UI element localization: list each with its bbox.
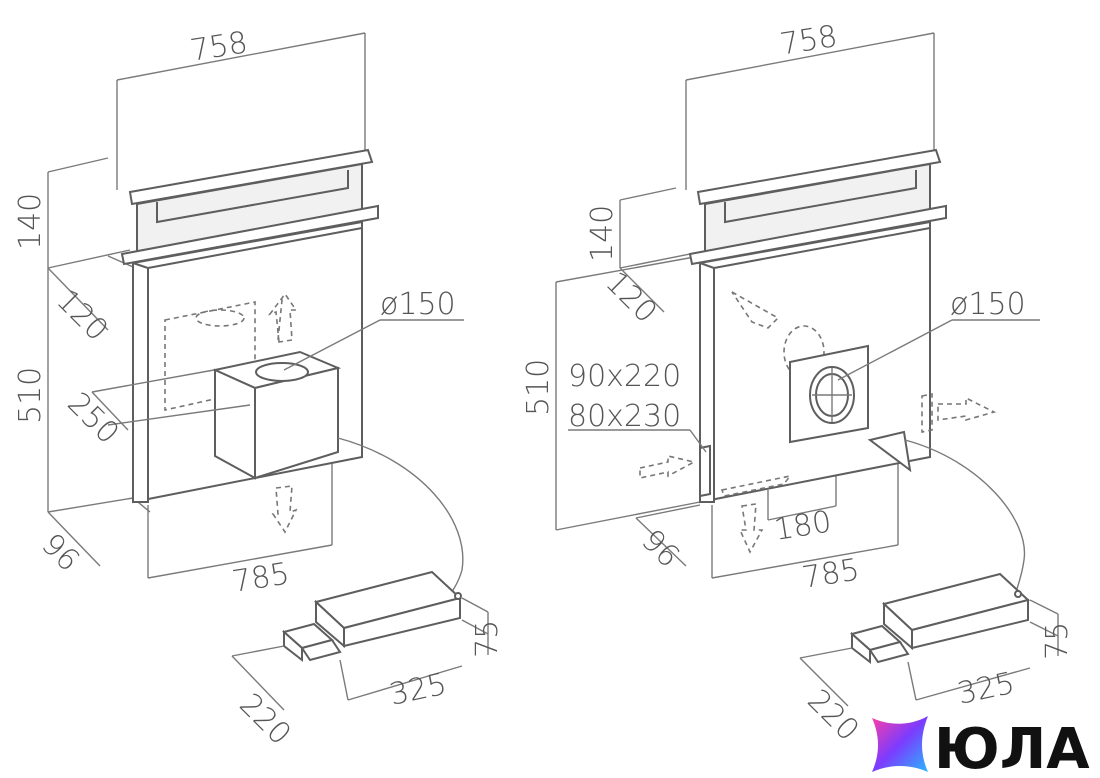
left-duct-side-dimension — [91, 369, 251, 431]
left-duct-box — [211, 350, 342, 480]
left-diameter-leader — [283, 319, 464, 371]
left-dashed-airflow — [164, 292, 298, 534]
right-cable — [904, 439, 1026, 593]
right-motor-unit — [849, 572, 1031, 665]
left-label-140: 140 — [13, 193, 48, 250]
right-width-top-dimension — [685, 32, 935, 190]
right-diameter-leader — [837, 319, 1040, 381]
right-label-75: 75 — [1040, 622, 1075, 660]
left-cable — [337, 437, 464, 597]
yula-logo-text: ЮЛА — [934, 717, 1090, 778]
left-label-220: 220 — [232, 687, 297, 752]
left-motor-dimensions — [231, 597, 489, 711]
right-label-220: 220 — [800, 683, 865, 748]
right-outlet-leader — [568, 429, 707, 453]
right-hood-top — [688, 148, 947, 266]
right-label-180: 180 — [772, 504, 834, 548]
left-label-325: 325 — [386, 667, 449, 713]
right-body-height-dimension — [555, 282, 701, 531]
right-label-140: 140 — [585, 205, 620, 262]
left-label-75: 75 — [470, 620, 505, 658]
left-label-758: 758 — [188, 25, 250, 69]
left-label-96: 96 — [34, 527, 86, 579]
yula-logo: ЮЛА — [858, 704, 1094, 778]
left-riser-height-dimension — [47, 157, 131, 269]
left-label-785: 785 — [230, 556, 292, 600]
right-motor-dimensions — [799, 599, 1059, 707]
right-label-758: 758 — [778, 19, 840, 63]
left-label-510: 510 — [13, 367, 48, 424]
left-label-diameter: ø150 — [380, 287, 456, 322]
right-riser-height-dimension — [619, 187, 701, 269]
right-label-120: 120 — [598, 265, 663, 330]
right-label-785: 785 — [800, 552, 862, 596]
left-body-height-dimension — [47, 268, 134, 513]
right-dashed-airflow — [639, 291, 997, 554]
left-label-250: 250 — [60, 386, 125, 451]
left-hood-top — [120, 148, 379, 266]
right-depth-top-dimension — [555, 255, 701, 313]
yula-logo-mark-icon — [872, 716, 928, 772]
right-duct-plate — [789, 344, 869, 444]
left-hood-diagram: 758 140 120 510 250 ø150 96 785 75 325 2… — [13, 25, 505, 752]
right-width-base-dimension — [711, 455, 899, 579]
right-hood-diagram: 758 140 120 510 90x220 80x230 ø150 96 18… — [521, 19, 1075, 748]
right-label-96: 96 — [634, 523, 686, 575]
right-label-90x220: 90x220 — [568, 359, 681, 394]
left-width-top-dimension — [116, 32, 366, 190]
right-depth-base-dimension — [635, 504, 701, 567]
right-label-510: 510 — [521, 359, 556, 416]
right-label-80x230: 80x230 — [568, 399, 681, 434]
left-label-120: 120 — [49, 283, 114, 348]
right-fan-marker — [867, 430, 912, 473]
right-label-diameter: ø150 — [950, 287, 1026, 322]
left-motor-unit — [281, 570, 463, 663]
